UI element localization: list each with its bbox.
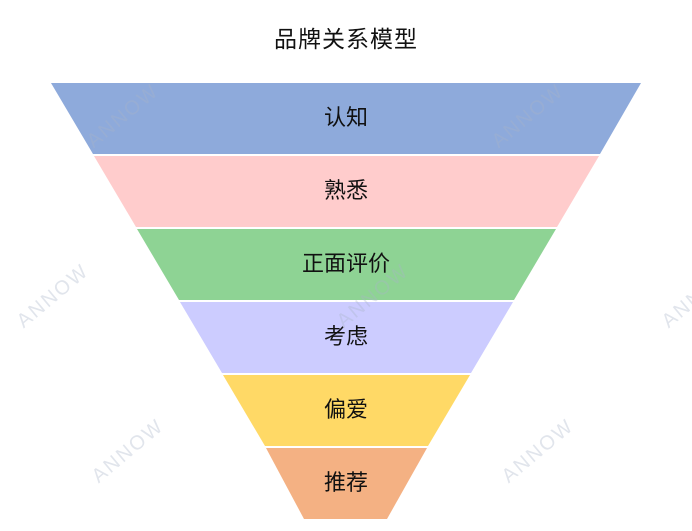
funnel-layer-positive-evaluation: 正面评价: [137, 229, 556, 300]
funnel-layer-awareness: 认知: [51, 83, 641, 154]
layer-label: 熟悉: [324, 179, 368, 204]
layer-shape: [137, 229, 556, 300]
funnel-layer-recommendation: 推荐: [266, 448, 427, 519]
layer-shape: [180, 302, 513, 373]
layer-label: 考虑: [324, 325, 368, 350]
layer-label: 偏爱: [324, 398, 368, 423]
layer-label: 正面评价: [302, 252, 390, 277]
funnel-layer-familiarity: 熟悉: [94, 156, 599, 227]
layer-shape: [51, 83, 641, 154]
layer-shape: [266, 448, 427, 519]
funnel-layer-consideration: 考虑: [180, 302, 513, 373]
layer-shape: [94, 156, 599, 227]
layer-shape: [223, 375, 470, 446]
funnel-layer-preference: 偏爱: [223, 375, 470, 446]
layer-label: 推荐: [324, 471, 368, 496]
layer-label: 认知: [324, 106, 368, 131]
diagram-title: 品牌关系模型: [274, 27, 418, 53]
